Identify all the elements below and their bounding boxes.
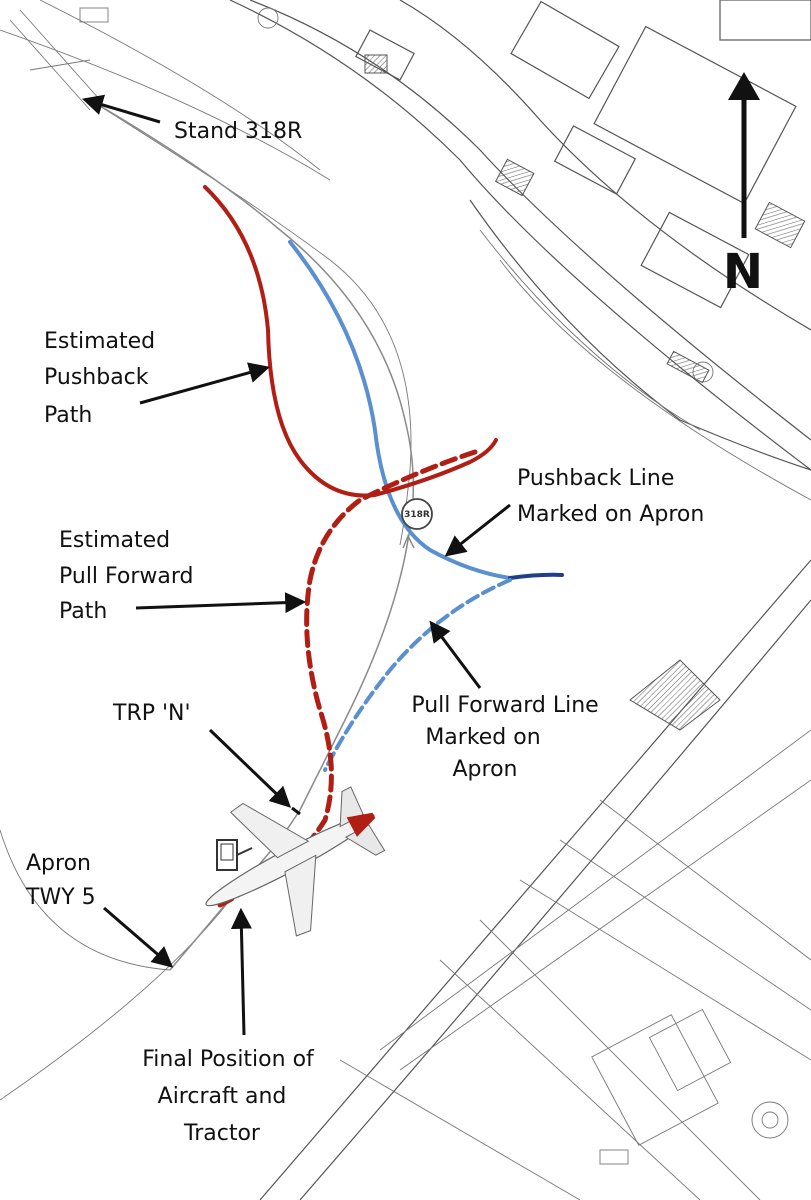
callout-arrows (81, 94, 511, 1036)
svg-text:Final Position of: Final Position of (142, 1047, 315, 1072)
stand-arrow (81, 94, 161, 124)
tractor-icon (216, 839, 253, 871)
svg-text:Pushback: Pushback (44, 365, 149, 390)
svg-text:Aircraft and: Aircraft and (158, 1084, 287, 1109)
stand-318r-marker: 318R (401, 498, 433, 530)
apron-twy-arrow (103, 906, 174, 968)
svg-text:Tractor: Tractor (183, 1121, 261, 1146)
svg-text:Path: Path (59, 599, 107, 624)
estimated-pull-forward-label: Estimated Pull Forward Path (59, 528, 194, 624)
centreline-arrow (402, 534, 415, 549)
pushback-line-label: Pushback Line Marked on Apron (517, 466, 704, 527)
svg-text:TWY 5: TWY 5 (25, 885, 96, 910)
pushback-line-end (508, 572, 564, 580)
svg-text:Estimated: Estimated (59, 528, 170, 553)
estimated-pushback-path (203, 185, 498, 498)
pushback-line-arrow (444, 503, 511, 557)
north-arrow-icon (728, 72, 760, 238)
pull-forward-line (323, 578, 512, 772)
pushback-path-arrow (139, 362, 271, 405)
svg-text:Pushback Line: Pushback Line (517, 466, 674, 491)
trp-label: TRP 'N' (112, 701, 191, 726)
north-label: N (723, 244, 763, 300)
pull-forward-line-arrow (429, 620, 482, 689)
estimated-pushback-label: Estimated Pushback Path (44, 329, 155, 428)
stand-label: Stand 318R (174, 119, 302, 144)
svg-text:Marked on Apron: Marked on Apron (517, 502, 704, 527)
svg-text:Marked on: Marked on (425, 725, 540, 750)
svg-text:Apron: Apron (453, 757, 518, 782)
taxi-centreline (89, 99, 415, 971)
apron-twy-label: Apron TWY 5 (25, 851, 96, 910)
trp-arrow (208, 728, 292, 808)
pushback-line (288, 240, 512, 580)
pull-forward-line-label: Pull Forward Line Marked on Apron (411, 693, 598, 782)
stand-marker-text: 318R (404, 510, 430, 520)
svg-text:Estimated: Estimated (44, 329, 155, 354)
pull-forward-path-arrow (135, 592, 307, 614)
final-position-arrow (230, 907, 252, 1036)
svg-text:Pull Forward Line: Pull Forward Line (411, 693, 598, 718)
aircraft-icon (205, 786, 386, 937)
svg-text:Pull Forward: Pull Forward (59, 564, 194, 589)
svg-text:Apron: Apron (26, 851, 91, 876)
final-position-label: Final Position of Aircraft and Tractor (142, 1047, 315, 1146)
trp-marker (291, 806, 301, 816)
svg-text:Path: Path (44, 403, 92, 428)
